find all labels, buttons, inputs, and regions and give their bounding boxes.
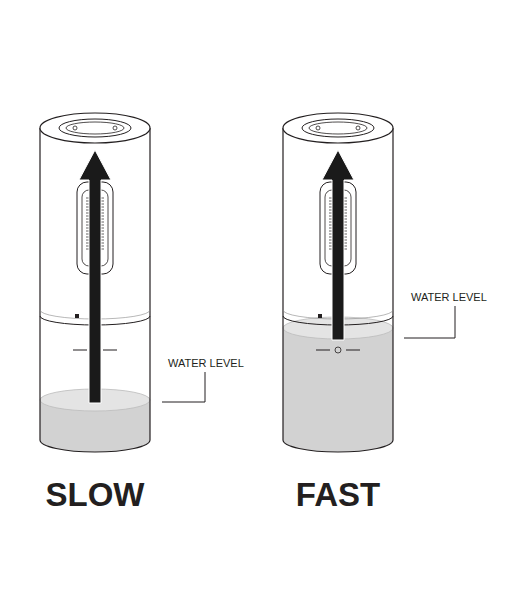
top-cap: [40, 113, 150, 143]
mist-outlet: [59, 119, 131, 137]
level-symbol: [335, 347, 341, 353]
level-mark: [73, 350, 87, 351]
housing: [40, 128, 150, 452]
level-mark: [103, 350, 117, 351]
airflow-arrow: [322, 150, 354, 340]
airflow-arrow: [79, 150, 111, 403]
water-level-label: WATER LEVEL: [168, 357, 244, 369]
mist-outlet-inner: [66, 122, 124, 134]
speed-label: SLOW: [46, 476, 145, 514]
button: [113, 126, 117, 130]
mist-outlet-inner: [309, 122, 367, 134]
leader-line: [404, 306, 455, 338]
leader-line: [162, 372, 205, 402]
water-level-label: WATER LEVEL: [411, 291, 487, 303]
button: [356, 126, 360, 130]
speed-label: FAST: [296, 476, 380, 514]
humidifier-figure: [283, 113, 393, 452]
housing: [283, 128, 393, 452]
button: [316, 126, 320, 130]
top-cap: [283, 113, 393, 143]
level-mark: [316, 350, 330, 351]
mist-outlet: [302, 119, 374, 137]
water: [283, 328, 393, 452]
humidifier-figure: [40, 113, 150, 452]
button: [73, 126, 77, 130]
lock-icon: [75, 314, 79, 318]
level-mark: [346, 350, 360, 351]
lock-icon: [318, 314, 322, 318]
